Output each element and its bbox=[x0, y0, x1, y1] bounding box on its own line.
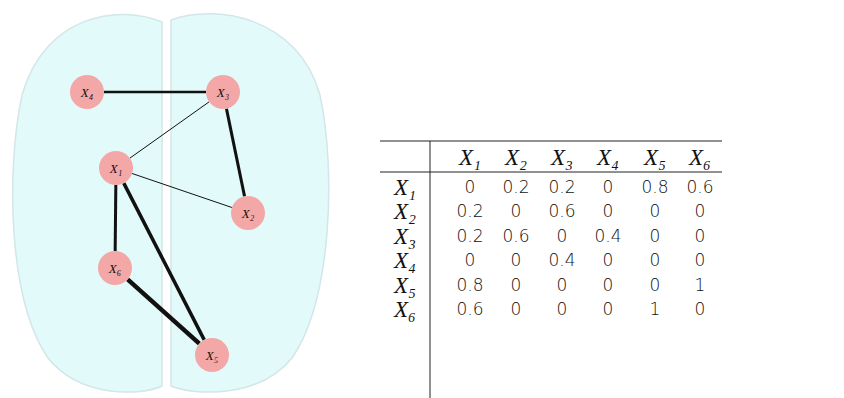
node-label: X₅ bbox=[206, 349, 218, 362]
connection-line bbox=[114, 185, 118, 251]
node-label: X₄ bbox=[81, 86, 93, 99]
table-header: X₆ bbox=[394, 298, 416, 321]
table-top-rule bbox=[380, 141, 722, 142]
table-header-rule bbox=[380, 172, 722, 173]
table-cell: 0 bbox=[603, 277, 614, 294]
left-hemisphere bbox=[13, 14, 162, 392]
table-cell: 0.4 bbox=[594, 228, 621, 245]
table-cell: 0.6 bbox=[502, 228, 529, 245]
table-cell: 0 bbox=[603, 203, 614, 220]
table-cell: 0.8 bbox=[641, 179, 668, 196]
connection-line bbox=[128, 279, 200, 343]
table-cell: 0.8 bbox=[456, 277, 483, 294]
table-cell: 0 bbox=[695, 203, 706, 220]
table-header: X₃ bbox=[551, 146, 573, 169]
table-cell: 0 bbox=[557, 277, 568, 294]
table-cell: 0 bbox=[650, 252, 661, 269]
table-header: X₅ bbox=[394, 274, 416, 297]
connection-line bbox=[104, 91, 206, 94]
table-cell: 0 bbox=[650, 228, 661, 245]
right-hemisphere bbox=[171, 14, 329, 392]
table-cell: 0.6 bbox=[686, 179, 713, 196]
table-cell: 0 bbox=[695, 301, 706, 318]
node-label: X₁ bbox=[110, 162, 122, 175]
table-cell: 0.2 bbox=[456, 228, 483, 245]
table-column-rule bbox=[430, 141, 431, 398]
table-header: X₄ bbox=[394, 249, 416, 272]
table-header: X₂ bbox=[394, 200, 416, 223]
table-cell: 0 bbox=[465, 179, 476, 196]
table-header: X₆ bbox=[689, 146, 711, 169]
table-header: X₁ bbox=[459, 146, 481, 169]
brain-region-node: X₄ bbox=[70, 75, 104, 109]
table-cell: 0 bbox=[650, 203, 661, 220]
connection-line bbox=[226, 109, 244, 197]
table-cell: 0 bbox=[650, 277, 661, 294]
brain-region-node: X₅ bbox=[195, 338, 229, 372]
node-label: X₂ bbox=[242, 207, 254, 220]
table-cell: 0 bbox=[603, 301, 614, 318]
table-header: X₄ bbox=[597, 146, 619, 169]
table-header: X₅ bbox=[644, 146, 666, 169]
table-cell: 0 bbox=[465, 252, 476, 269]
connection-line bbox=[124, 183, 204, 340]
table-cell: 0.2 bbox=[548, 179, 575, 196]
table-header: X₁ bbox=[394, 176, 416, 199]
brain-region-node: X₃ bbox=[206, 75, 240, 109]
table-cell: 0.2 bbox=[456, 203, 483, 220]
table-cell: 0 bbox=[511, 203, 522, 220]
node-label: X₆ bbox=[109, 262, 121, 275]
table-cell: 0 bbox=[695, 228, 706, 245]
table-cell: 0.6 bbox=[456, 301, 483, 318]
table-header: X₂ bbox=[505, 146, 527, 169]
table-cell: 0.4 bbox=[548, 252, 575, 269]
connection-line bbox=[132, 173, 232, 207]
brain-region-node: X₂ bbox=[231, 196, 265, 230]
table-cell: 1 bbox=[695, 277, 706, 294]
connection-line bbox=[130, 102, 209, 158]
node-label: X₃ bbox=[217, 86, 229, 99]
table-cell: 0 bbox=[511, 277, 522, 294]
table-cell: 0 bbox=[603, 252, 614, 269]
table-cell: 0 bbox=[557, 228, 568, 245]
table-header: X₃ bbox=[394, 225, 416, 248]
brain-region-node: X₁ bbox=[99, 151, 133, 185]
table-cell: 1 bbox=[650, 301, 661, 318]
table-cell: 0.2 bbox=[502, 179, 529, 196]
table-cell: 0 bbox=[695, 252, 706, 269]
brain-region-node: X₆ bbox=[98, 251, 132, 285]
table-cell: 0 bbox=[557, 301, 568, 318]
table-cell: 0 bbox=[511, 301, 522, 318]
table-cell: 0.6 bbox=[548, 203, 575, 220]
table-cell: 0 bbox=[511, 252, 522, 269]
table-cell: 0 bbox=[603, 179, 614, 196]
